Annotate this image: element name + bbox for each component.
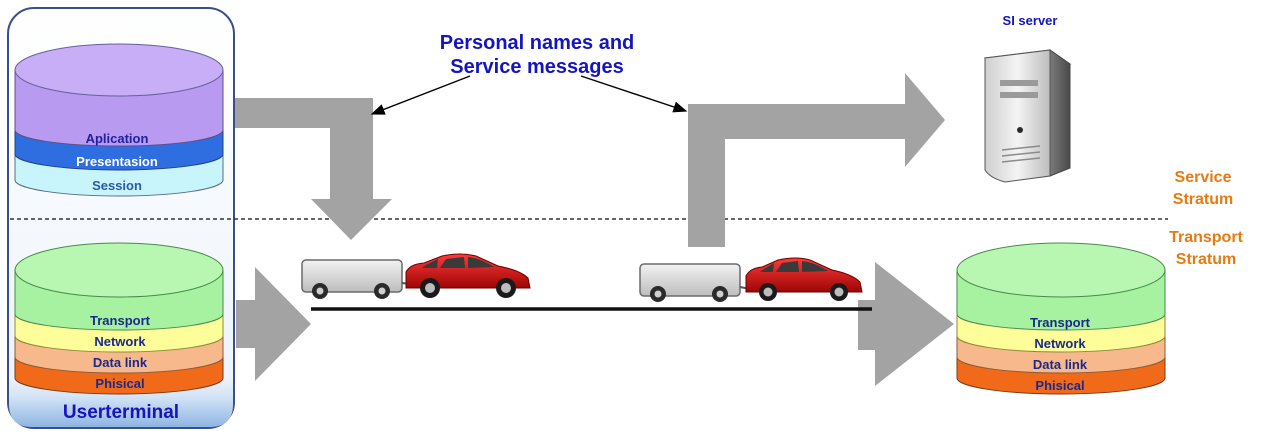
callout-line1: Personal names and	[440, 32, 635, 54]
car-with-trailer-icon	[302, 254, 530, 299]
remote-layer-network: Network	[1034, 336, 1086, 351]
layer-presentasion: Presentasion	[76, 154, 158, 169]
layer-phisical: Phisical	[95, 376, 144, 391]
right-arrow-to-remote-icon	[858, 262, 954, 386]
service-stratum-label-line1: Service	[1175, 169, 1232, 186]
layer-data-link: Data link	[93, 355, 148, 370]
layer-session: Session	[92, 178, 142, 193]
upper-layer-stack: Aplication Presentasion Session	[15, 44, 223, 196]
remote-layer-transport: Transport	[1030, 315, 1091, 330]
user-terminal-title: Userterminal	[63, 402, 179, 423]
callout-pointer-right	[581, 76, 686, 111]
remote-layer-phisical: Phisical	[1035, 378, 1084, 393]
server-icon	[985, 50, 1070, 182]
service-stratum-label-line2: Stratum	[1173, 191, 1233, 208]
callout-line2: Service messages	[450, 56, 623, 78]
remote-layer-data-link: Data link	[1033, 357, 1088, 372]
layer-aplication: Aplication	[86, 131, 149, 146]
car-with-trailer-icon-2	[640, 258, 862, 302]
up-right-arrow-icon	[688, 73, 945, 247]
layer-transport: Transport	[90, 313, 151, 328]
right-arrow-icon	[236, 267, 311, 381]
remote-layer-stack: Transport Network Data link Phisical	[957, 243, 1165, 394]
transport-stratum-label-line1: Transport	[1169, 229, 1243, 246]
transport-stratum-label-line2: Stratum	[1176, 251, 1236, 268]
layer-network: Network	[94, 334, 146, 349]
lower-layer-stack: Transport Network Data link Phisical	[15, 243, 223, 394]
server-label: SI server	[1003, 13, 1058, 28]
callout-pointer-left	[372, 76, 470, 114]
